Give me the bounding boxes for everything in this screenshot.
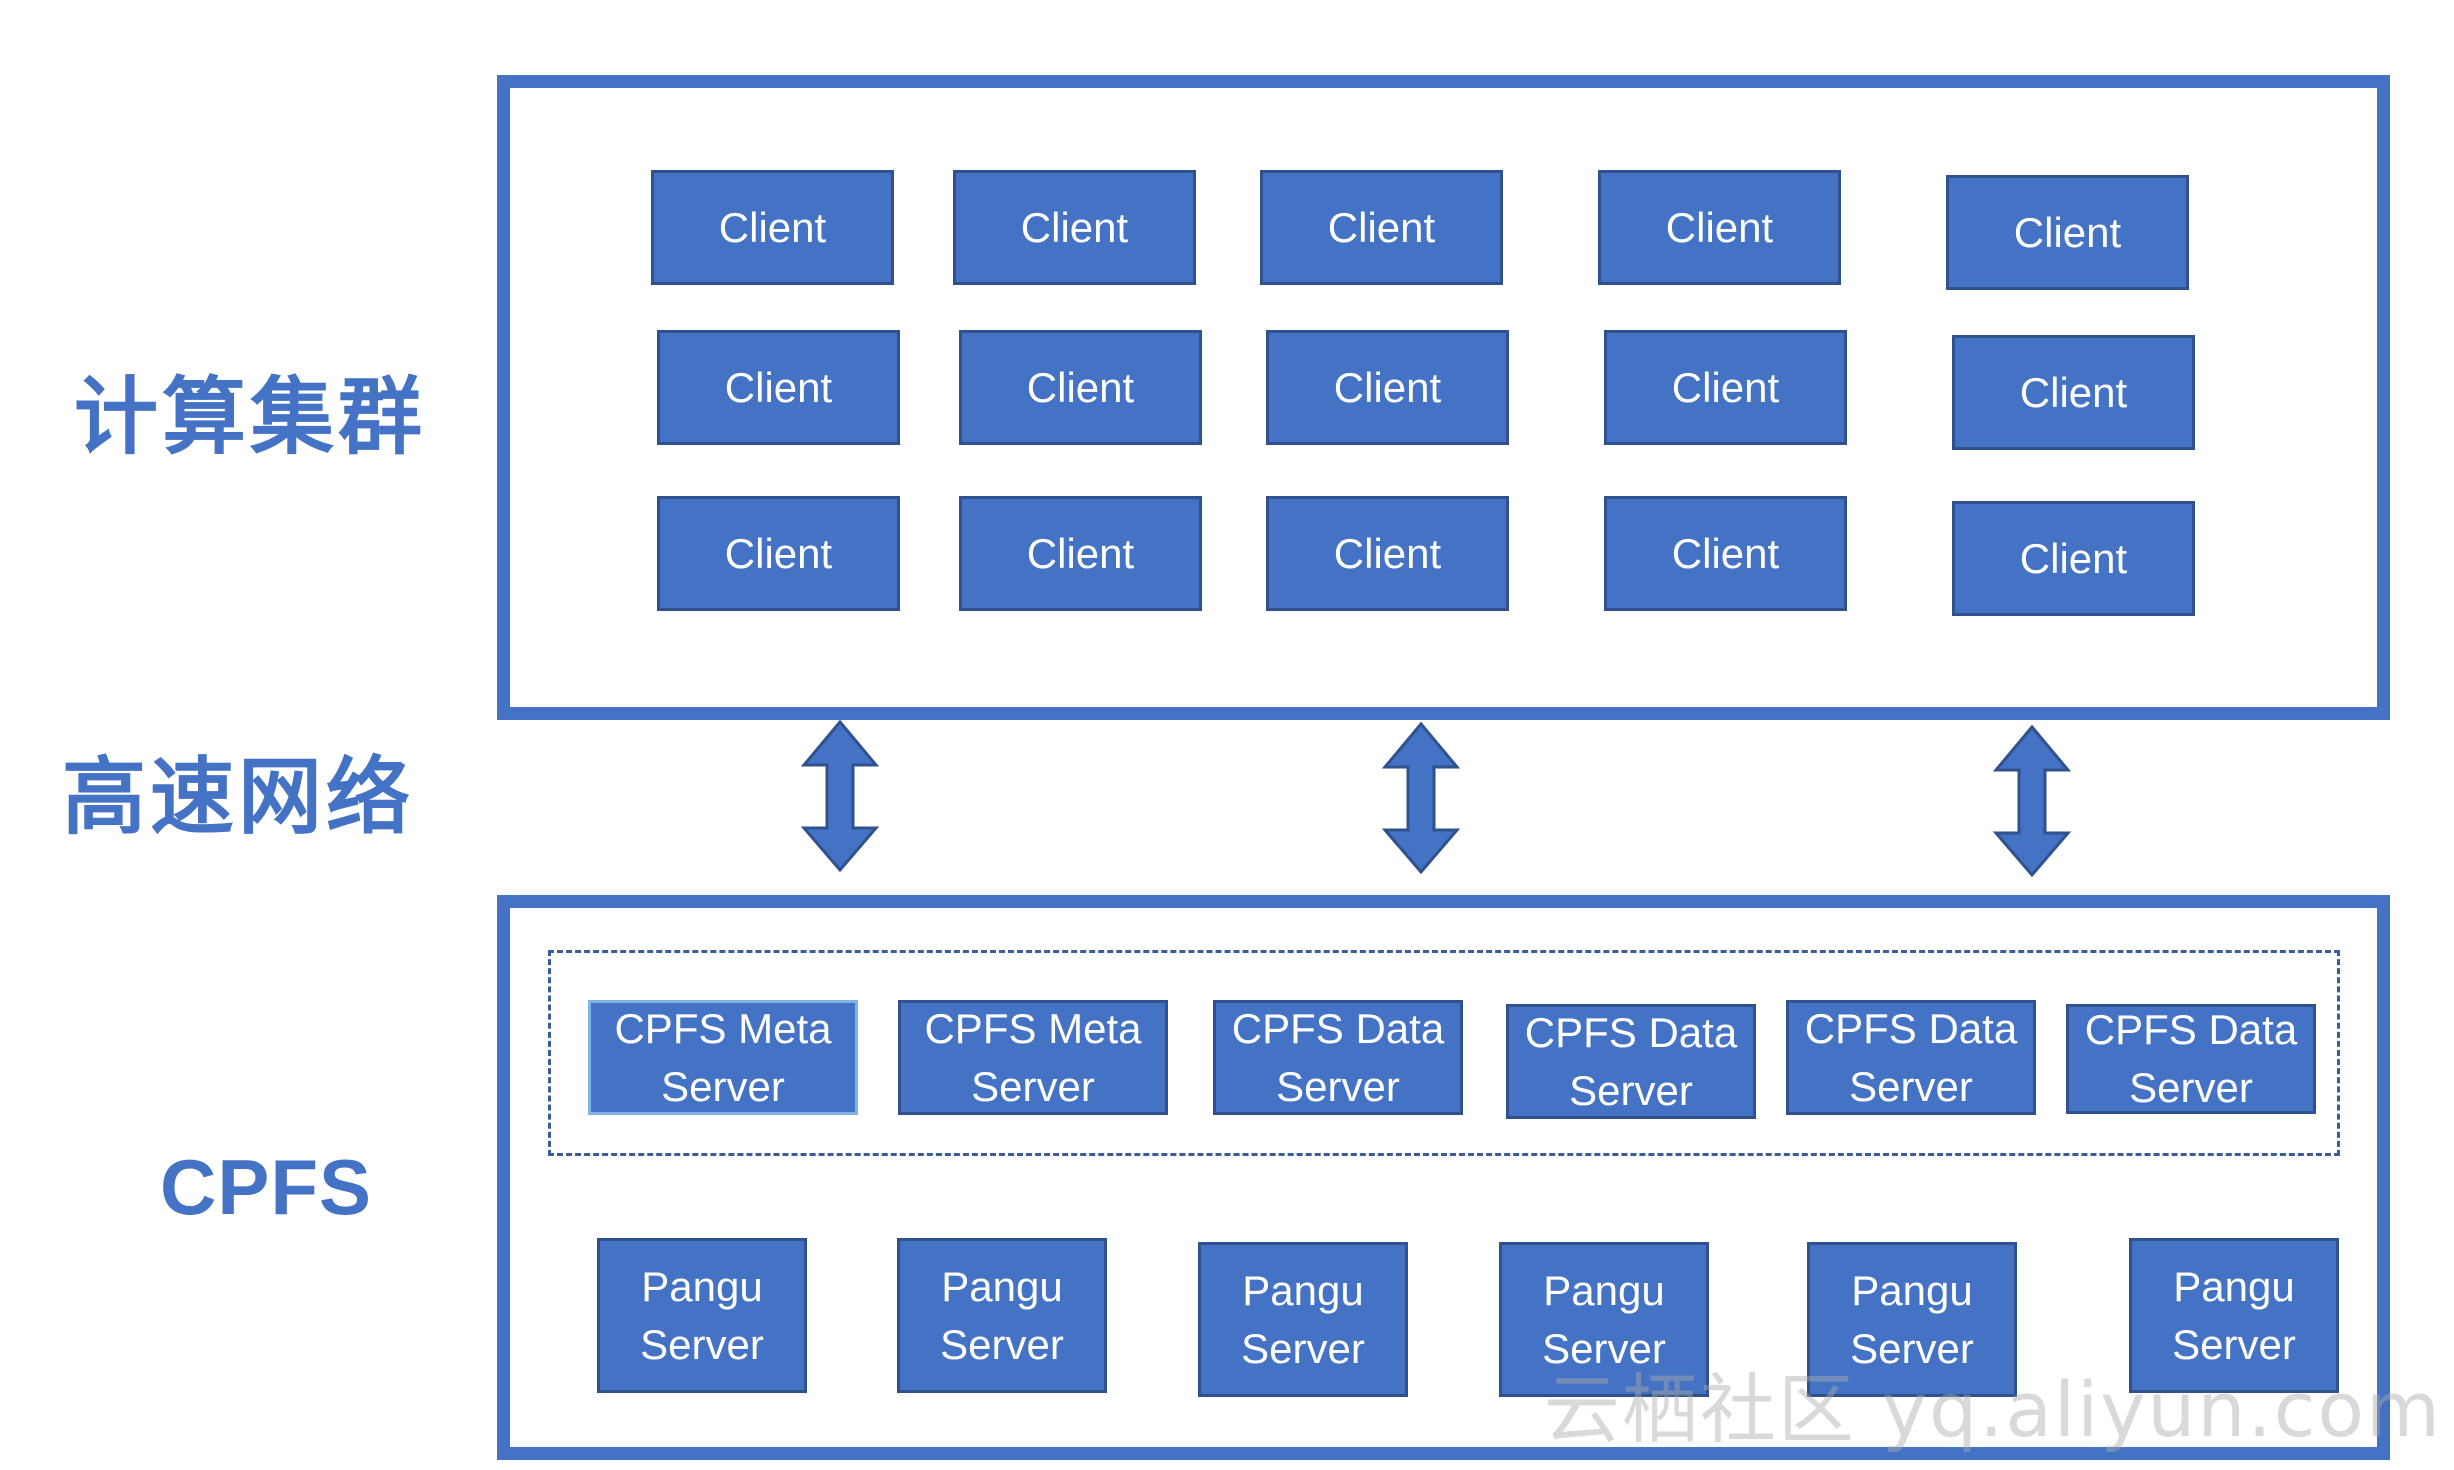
server-label-line1: Pangu [641, 1262, 763, 1310]
client-label: Client [724, 363, 833, 411]
server-label-line2: Server [2129, 1064, 2253, 1111]
server-label-line2: Server [1849, 1062, 1973, 1110]
server-label-line1: CPFS Data [1524, 1008, 1738, 1056]
compute-cluster-label: 计算集群 [74, 368, 427, 466]
client-node[interactable]: Client [1952, 335, 2195, 450]
client-node[interactable]: Client [657, 496, 900, 611]
server-label-line1: Pangu [1543, 1266, 1665, 1314]
server-label-line1: Pangu [941, 1262, 1063, 1310]
client-node[interactable]: Client [1604, 496, 1847, 611]
cpfs-server-group [548, 950, 2340, 1156]
server-label-line2: Server [940, 1320, 1064, 1368]
client-label: Client [1333, 529, 1442, 577]
double-arrow-icon [1381, 721, 1461, 875]
client-node[interactable]: Client [1952, 501, 2195, 616]
server-label-line1: CPFS Meta [924, 1004, 1142, 1052]
cpfs-label: CPFS [160, 1143, 373, 1231]
watermark: 云栖社区 yq.aliyun.com [1543, 1365, 2442, 1454]
client-label: Client [1020, 203, 1129, 251]
client-label: Client [2019, 534, 2128, 582]
client-label: Client [1671, 529, 1780, 577]
server-label-line2: Server [1241, 1324, 1365, 1372]
server-label-line1: Pangu [1242, 1266, 1364, 1314]
server-label-line1: CPFS Data [1231, 1004, 1445, 1052]
client-label: Client [1327, 203, 1436, 251]
server-label-line2: Server [971, 1062, 1095, 1110]
client-label: Client [2019, 368, 2128, 416]
server-label-line1: CPFS Data [2084, 1006, 2298, 1054]
client-node[interactable]: Client [651, 170, 894, 285]
client-node[interactable]: Client [1266, 496, 1509, 611]
network-label: 高速网络 [62, 748, 415, 846]
client-label: Client [1671, 363, 1780, 411]
server-label-line2: Server [1276, 1062, 1400, 1110]
server-label-line1: CPFS Data [1804, 1004, 2018, 1052]
client-label: Client [1026, 363, 1135, 411]
server-label-line1: CPFS Meta [614, 1004, 832, 1052]
client-label: Client [718, 203, 827, 251]
cpfs-box [497, 895, 2390, 1460]
client-node[interactable]: Client [953, 170, 1196, 285]
client-node[interactable]: Client [657, 330, 900, 445]
client-node[interactable]: Client [1598, 170, 1841, 285]
server-label-line2: Server [661, 1062, 785, 1110]
client-node[interactable]: Client [1604, 330, 1847, 445]
client-label: Client [1665, 203, 1774, 251]
double-arrow-icon [1992, 724, 2072, 878]
client-node[interactable]: Client [959, 330, 1202, 445]
client-node[interactable]: Client [959, 496, 1202, 611]
server-label-line2: Server [640, 1320, 764, 1368]
client-node[interactable]: Client [1266, 330, 1509, 445]
server-label-line2: Server [1542, 1324, 1666, 1372]
server-label-line2: Server [2172, 1320, 2296, 1368]
server-label-line2: Server [1850, 1324, 1974, 1372]
client-label: Client [2013, 208, 2122, 256]
server-label-line1: Pangu [1851, 1266, 1973, 1314]
double-arrow-icon [800, 719, 880, 873]
client-label: Client [1026, 529, 1135, 577]
client-node[interactable]: Client [1260, 170, 1503, 285]
client-node[interactable]: Client [1946, 175, 2189, 290]
client-label: Client [1333, 363, 1442, 411]
client-label: Client [724, 529, 833, 577]
server-label-line2: Server [1569, 1066, 1693, 1114]
server-label-line1: Pangu [2173, 1262, 2295, 1310]
